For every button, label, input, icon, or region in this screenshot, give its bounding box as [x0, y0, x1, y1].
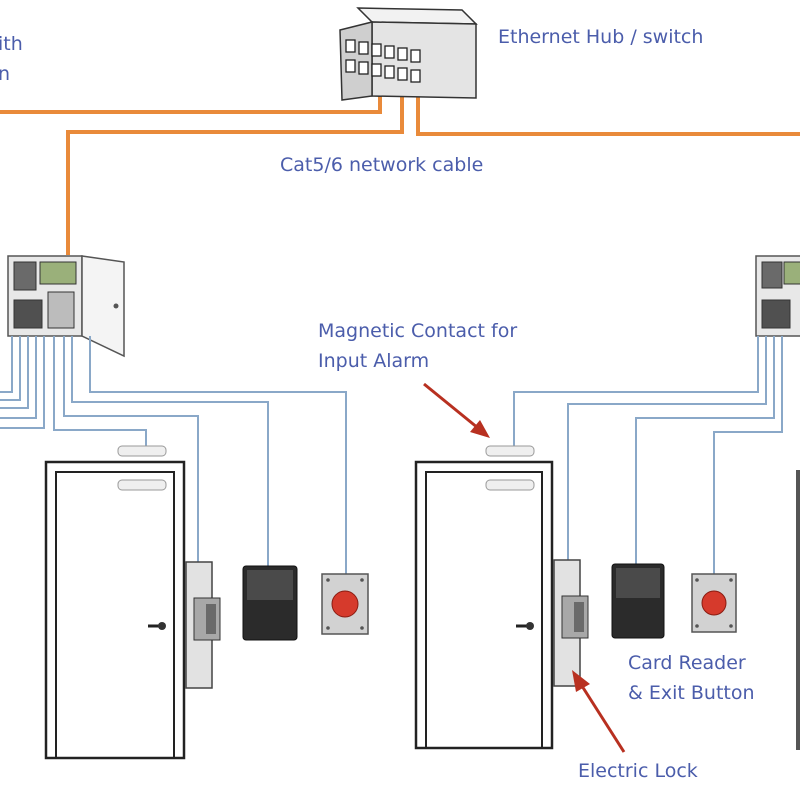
signal-wires	[0, 336, 783, 574]
exit-button-left-icon	[321, 573, 369, 635]
ethernet-switch-icon	[339, 7, 478, 101]
control-panel-right-icon	[755, 255, 800, 337]
exit-button-right-icon	[691, 573, 737, 633]
network-cable-right	[416, 88, 800, 136]
label-cut-bottom: n	[0, 63, 10, 85]
door-left-icon	[44, 460, 186, 760]
arrow-electric-lock-head	[572, 670, 590, 692]
label-electric-lock: Electric Lock	[578, 760, 698, 782]
arrow-magnetic-contact	[423, 382, 479, 430]
electric-lock-left-icon	[185, 561, 221, 689]
door-edge-fragment	[796, 470, 800, 750]
card-reader-left-icon	[242, 565, 298, 641]
magnetic-contact-left-icon	[117, 445, 167, 491]
electric-lock-right-icon	[553, 559, 589, 687]
door-right-icon	[414, 460, 554, 750]
label-magnetic-contact-line1: Magnetic Contact for	[318, 320, 517, 342]
switch-ports	[345, 39, 421, 83]
label-network-cable: Cat5/6 network cable	[280, 154, 483, 176]
arrows	[423, 382, 626, 753]
label-card-reader-line2: & Exit Button	[628, 682, 755, 704]
label-ethernet-hub: Ethernet Hub / switch	[498, 26, 703, 48]
label-cut-top: ith	[0, 33, 23, 55]
arrow-electric-lock	[580, 685, 626, 753]
label-card-reader-line1: Card Reader	[628, 652, 746, 674]
card-reader-right-icon	[611, 563, 665, 639]
control-panel-left-icon	[7, 255, 125, 358]
network-cable-left-panel	[66, 88, 404, 255]
label-magnetic-contact-line2: Input Alarm	[318, 350, 429, 372]
network-cable-left-edge	[0, 82, 382, 114]
magnetic-contact-right-icon	[485, 445, 535, 491]
arrow-magnetic-contact-head	[470, 420, 490, 438]
